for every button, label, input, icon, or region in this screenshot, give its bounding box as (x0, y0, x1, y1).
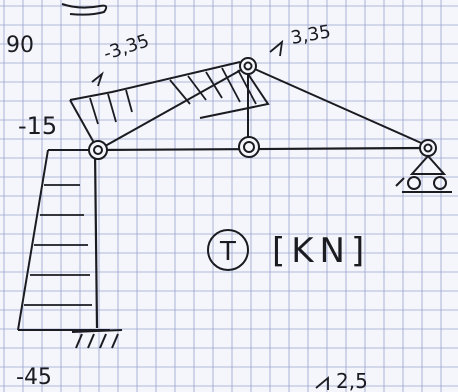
roller-support-right (395, 154, 452, 193)
top-left-value: 90 (6, 33, 34, 58)
upper-value: -15 (18, 112, 57, 140)
horizontal-beam (97, 146, 429, 152)
column-hatching (24, 184, 92, 306)
left-hinge (88, 140, 108, 160)
strut-hatching (89, 67, 257, 125)
arrow-marker-icon (91, 39, 329, 390)
right-joint-value: 3,35 (289, 21, 332, 49)
unit-label: [KN] (272, 231, 370, 271)
fixed-support-bottom-left (71, 329, 123, 349)
top-hinge (239, 57, 257, 75)
inclined-tie (247, 65, 429, 147)
type-symbol-circle (207, 229, 249, 271)
bottom-value: -45 (16, 365, 52, 390)
middle-hinge (238, 136, 260, 158)
bottom-right-value: 2,5 (336, 369, 368, 392)
type-symbol-text: T (219, 237, 236, 267)
inclined-strut (97, 65, 249, 151)
column-force-diagram (17, 149, 110, 331)
left-joint-value: -3,35 (101, 30, 152, 64)
vertical-column (93, 149, 99, 329)
right-hinge (419, 139, 437, 157)
scribble-mark (61, 3, 108, 16)
